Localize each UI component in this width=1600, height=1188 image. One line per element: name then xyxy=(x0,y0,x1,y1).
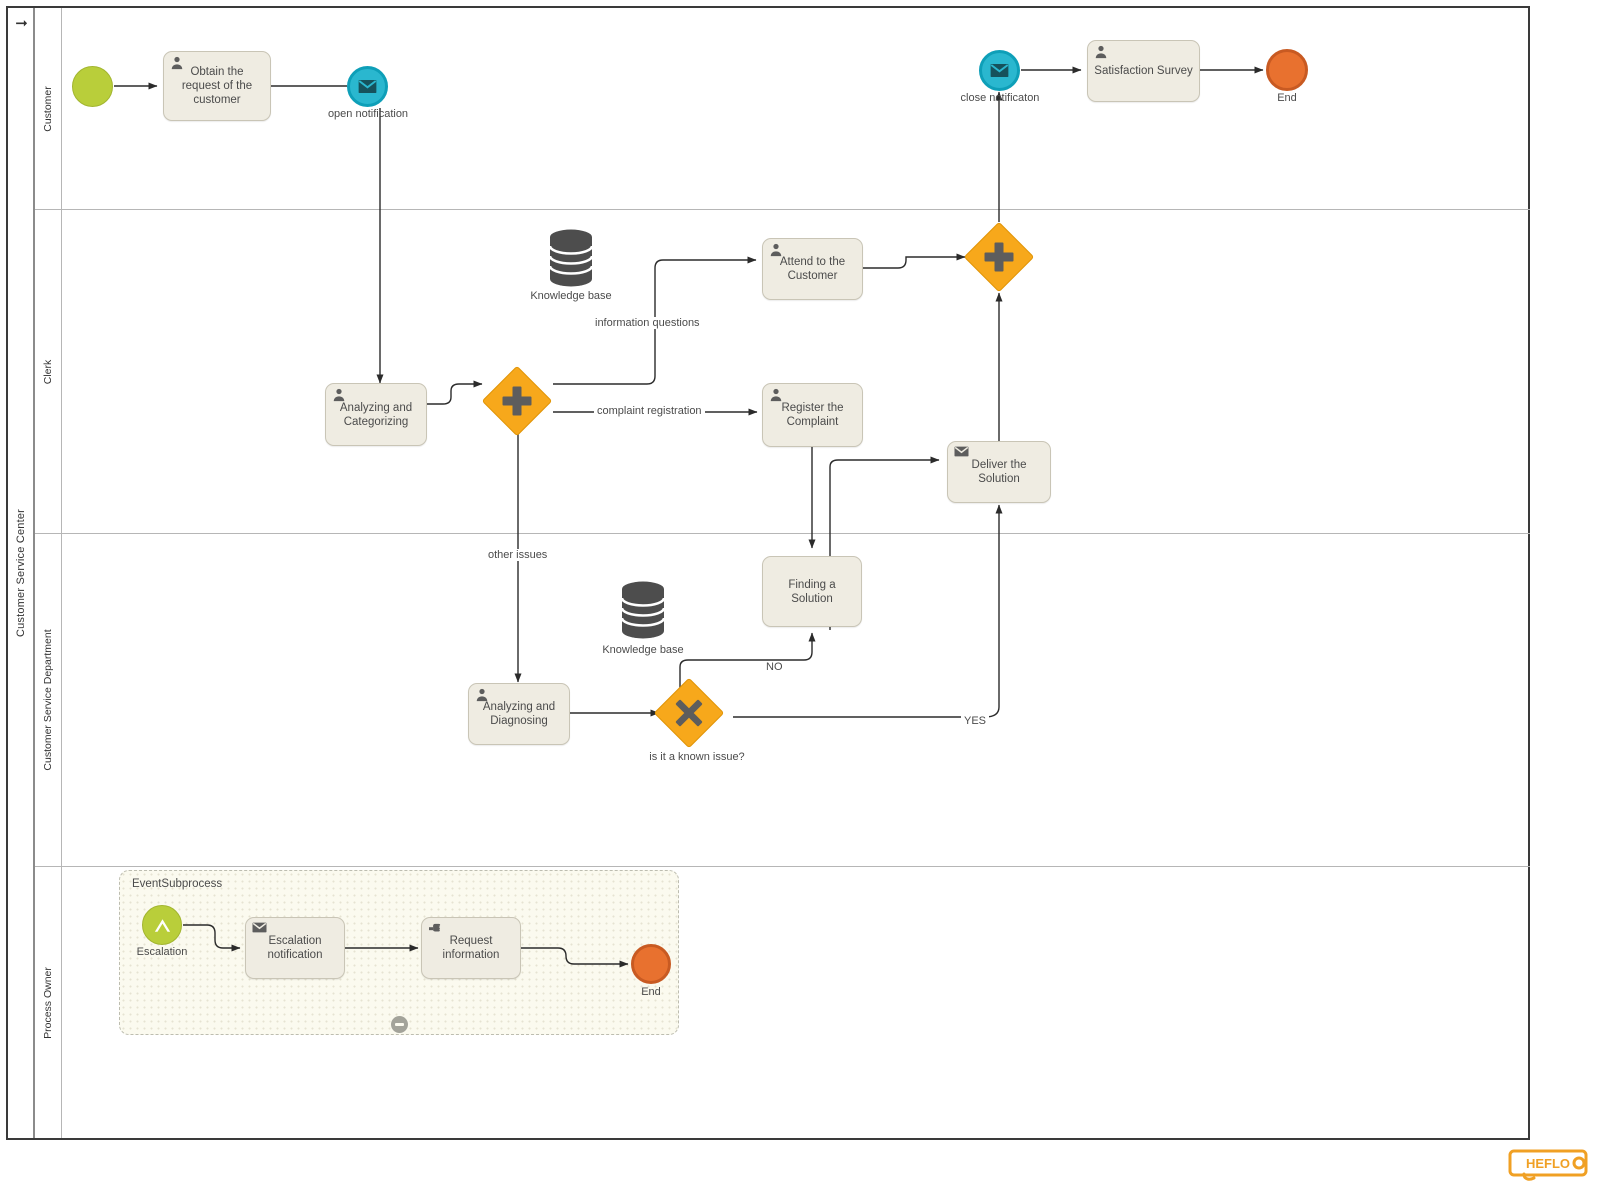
task-label: Satisfaction Survey xyxy=(1094,65,1193,77)
task-obtain-request[interactable]: Obtain the request of the customer xyxy=(163,51,271,121)
envelope-icon xyxy=(954,446,969,460)
label-open-notification: open notification xyxy=(327,108,409,120)
label-end-subprocess: End xyxy=(641,986,661,998)
envelope-icon xyxy=(358,80,377,93)
label-knowledge-base-clerk: Knowledge base xyxy=(530,290,612,302)
start-event-escalation[interactable] xyxy=(142,905,182,945)
lane-header-department[interactable]: Customer Service Department xyxy=(35,534,62,866)
lane-process-owner[interactable]: Process Owner xyxy=(35,867,1530,1138)
label-end-customer: End xyxy=(1277,92,1297,104)
label-knowledge-base-department: Knowledge base xyxy=(602,644,684,656)
intermediate-message-event-open-notification[interactable] xyxy=(347,66,388,107)
plus-icon xyxy=(502,386,532,416)
pool-title: Customer Service Center xyxy=(8,8,35,1138)
task-deliver-solution[interactable]: Deliver the Solution xyxy=(947,441,1051,503)
task-label: Obtain the request of the customer xyxy=(181,66,253,106)
lane-label-process-owner: Process Owner xyxy=(42,966,54,1039)
task-label: Analyzing and Diagnosing xyxy=(482,701,556,727)
parallel-gateway-join[interactable] xyxy=(963,221,1035,293)
task-finding-solution[interactable]: Finding a Solution xyxy=(762,556,862,627)
task-label: Finding a Solution xyxy=(788,578,836,605)
task-satisfaction-survey[interactable]: Satisfaction Survey xyxy=(1087,40,1200,102)
task-label: Analyzing and Categorizing xyxy=(339,401,413,428)
envelope-icon xyxy=(252,922,267,936)
event-subprocess-container[interactable]: EventSubprocess xyxy=(119,870,679,1035)
lane-customer[interactable]: Customer xyxy=(35,8,1530,210)
task-analyzing-categorizing[interactable]: Analyzing and Categorizing xyxy=(325,383,427,446)
envelope-icon xyxy=(990,64,1009,77)
user-icon xyxy=(332,388,346,402)
cross-icon xyxy=(675,699,703,727)
task-analyzing-diagnosing[interactable]: Analyzing and Diagnosing xyxy=(468,683,570,745)
task-label: Escalation notification xyxy=(267,935,323,961)
task-label: Register the Complaint xyxy=(781,402,844,428)
intermediate-message-event-close-notification[interactable] xyxy=(979,50,1020,91)
task-request-information[interactable]: Request information xyxy=(421,917,521,979)
collapse-minus-icon[interactable] xyxy=(391,1016,408,1033)
flow-label-other-issues: other issues xyxy=(485,549,551,561)
task-label: Request information xyxy=(442,935,500,961)
lane-label-department: Customer Service Department xyxy=(42,629,54,771)
task-escalation-notification[interactable]: Escalation notification xyxy=(245,917,345,979)
task-label: Deliver the Solution xyxy=(971,459,1027,485)
flow-label-no: NO xyxy=(763,661,786,673)
exclusive-gateway-known-issue[interactable] xyxy=(653,677,725,749)
end-event-subprocess[interactable] xyxy=(631,944,671,984)
data-store-knowledge-base-department[interactable] xyxy=(613,580,673,640)
end-event-customer[interactable] xyxy=(1266,49,1308,91)
task-register-complaint[interactable]: Register the Complaint xyxy=(762,383,863,447)
label-known-issue-gateway: is it a known issue? xyxy=(649,751,745,763)
flow-label-information-questions: information questions xyxy=(592,317,703,329)
data-store-knowledge-base-clerk[interactable] xyxy=(541,228,601,288)
pool-title-label: Customer Service Center xyxy=(15,508,28,638)
user-icon xyxy=(475,688,489,702)
lane-label-customer: Customer xyxy=(42,85,54,132)
svg-text:HEFLO: HEFLO xyxy=(1526,1156,1570,1171)
label-escalation-start: Escalation xyxy=(136,946,188,958)
pool-header[interactable]: ➞ Customer Service Center xyxy=(8,8,35,1138)
lane-header-customer[interactable]: Customer xyxy=(35,8,62,209)
start-event-customer[interactable] xyxy=(72,66,113,107)
user-icon xyxy=(170,56,184,70)
flow-label-yes: YES xyxy=(961,715,990,727)
user-icon xyxy=(1094,45,1108,59)
label-close-notification: close notificaton xyxy=(960,92,1040,104)
user-icon xyxy=(769,388,783,402)
lane-header-clerk[interactable]: Clerk xyxy=(35,210,62,533)
chevron-up-icon xyxy=(154,918,170,932)
hand-pointer-icon xyxy=(428,922,442,936)
task-attend-customer[interactable]: Attend to the Customer xyxy=(762,238,863,300)
parallel-gateway-split[interactable] xyxy=(481,365,553,437)
database-icon xyxy=(620,581,666,639)
task-label: Attend to the Customer xyxy=(779,256,846,282)
lane-customer-service-department[interactable]: Customer Service Department xyxy=(35,534,1530,867)
user-icon xyxy=(769,243,783,257)
lane-label-clerk: Clerk xyxy=(42,359,54,384)
lane-header-process-owner[interactable]: Process Owner xyxy=(35,867,62,1138)
plus-icon xyxy=(984,242,1014,272)
flow-label-complaint-registration: complaint registration xyxy=(594,405,705,417)
heflo-logo: HEFLO xyxy=(1508,1149,1594,1183)
event-subprocess-label: EventSubprocess xyxy=(132,878,223,890)
database-icon xyxy=(548,229,594,287)
arrow-right-icon[interactable]: ➞ xyxy=(15,14,28,32)
